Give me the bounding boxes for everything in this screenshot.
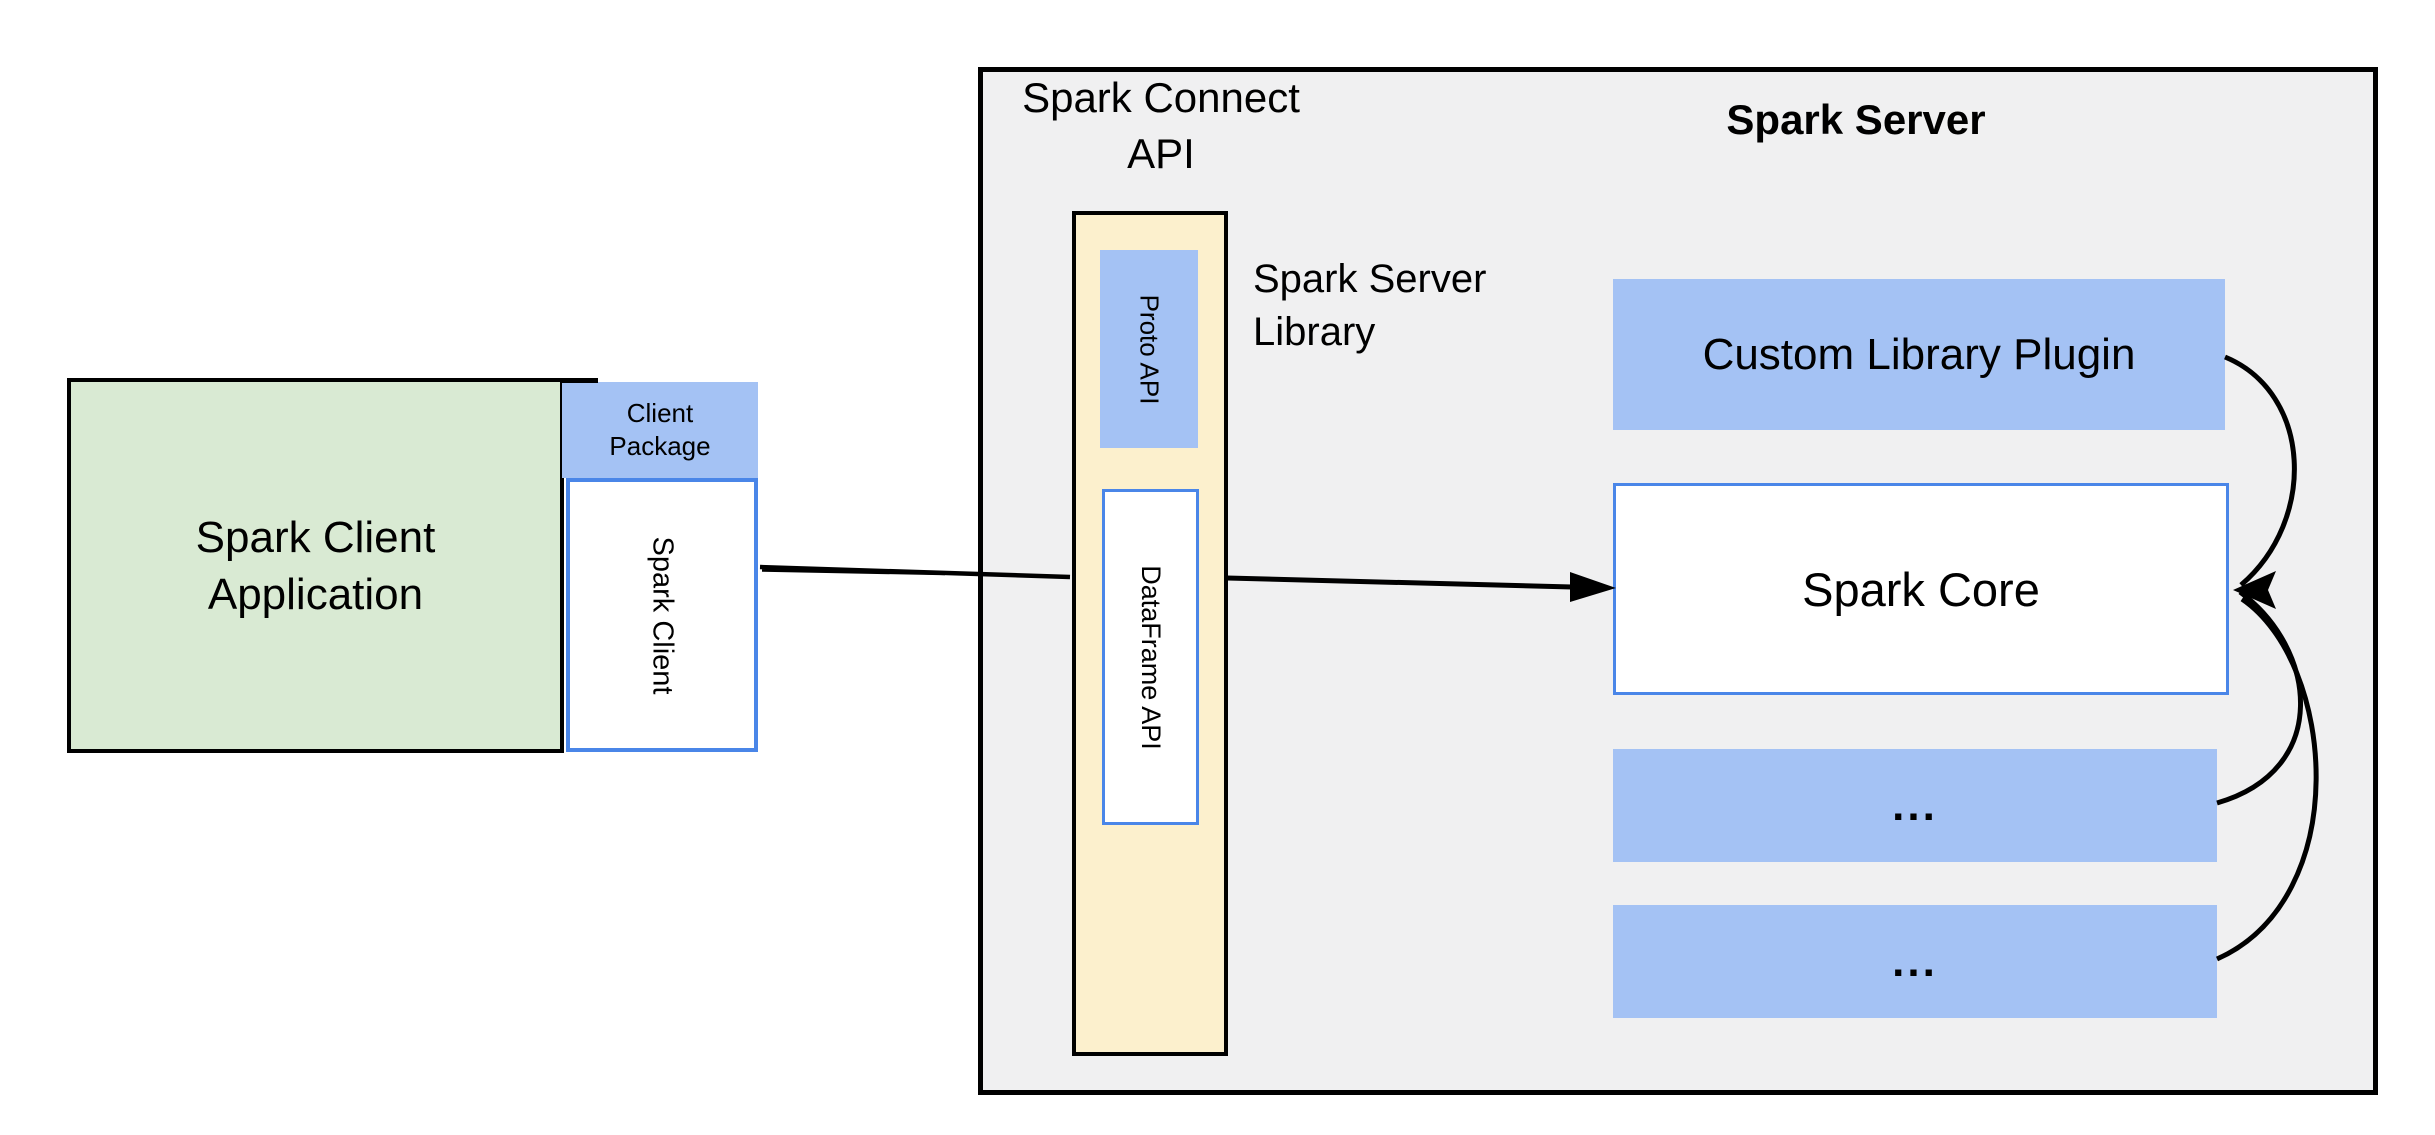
client-package-label-line1: Client	[626, 398, 694, 428]
spark-client-application-label-line1: Spark Client	[195, 512, 436, 562]
client-package-label-line2: Package	[609, 431, 711, 461]
plugin-placeholder-box-1: ...	[1613, 749, 2217, 862]
proto-api-label: Proto API	[1134, 294, 1165, 404]
dataframe-api-label: DataFrame API	[1136, 564, 1167, 750]
green-box-top-border-overhang	[562, 378, 598, 383]
spark-server-library-label-line1: Spark Server	[1253, 257, 1487, 301]
client-to-dataframe-connector-overlap	[761, 569, 946, 576]
spark-connect-api-title-line1: Spark Connect	[1022, 74, 1300, 121]
spark-server-library-label-line2: Library	[1253, 310, 1376, 354]
spark-connect-api-title-line2: API	[1127, 130, 1195, 177]
spark-connect-api-title: Spark Connect API	[1001, 70, 1321, 182]
ellipsis-label-2: ...	[1892, 936, 1938, 986]
spark-client-application-label-line2: Application	[207, 569, 424, 619]
dataframe-api-box: DataFrame API	[1102, 489, 1199, 825]
custom-library-plugin-label: Custom Library Plugin	[1702, 329, 2136, 379]
spark-core-label: Spark Core	[1802, 562, 2040, 616]
spark-client-label: Spark Client	[646, 536, 679, 694]
spark-server-title: Spark Server	[1726, 96, 1986, 143]
ellipsis-label-1: ...	[1892, 780, 1938, 830]
plugin-placeholder-box-2: ...	[1613, 905, 2217, 1018]
spark-server-library-label: Spark Server Library	[1253, 253, 1583, 359]
proto-api-box: Proto API	[1100, 250, 1198, 448]
custom-library-plugin-box: Custom Library Plugin	[1613, 279, 2225, 430]
spark-core-box: Spark Core	[1613, 483, 2229, 695]
client-package-box: Client Package	[562, 382, 758, 478]
spark-client-box: Spark Client	[566, 478, 758, 752]
spark-client-application-box: Spark Client Application	[67, 378, 564, 753]
